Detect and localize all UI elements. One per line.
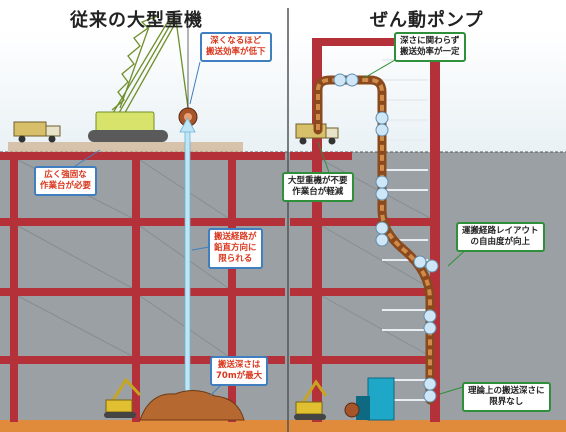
right-bracing [321,159,431,357]
excavator-icon [104,377,142,418]
left-shaft-frame [0,152,285,422]
pump-units [333,73,439,403]
muck-ball [344,402,360,418]
crane-tracks [88,130,168,142]
slurry-tank-icon [356,377,395,421]
callout-no-heavy-equipment: 大型重機が不要作業台が軽減 [282,172,354,202]
callout-layout-flexibility: 運搬経路レイアウトの自由度が向上 [456,222,545,252]
excavator-icon [294,379,328,420]
callout-efficiency-drop: 深くなるほど搬送効率が低下 [200,32,272,62]
callout-platform-required: 広く強固な作業台が必要 [34,166,98,196]
bedrock-strip [0,420,566,432]
callout-vertical-only: 搬送経路が鉛直方向に限られる [208,228,263,269]
left-bracing [17,159,229,357]
left-panel-title: 従来の大型重機 [70,10,203,31]
right-shaft-frame [290,38,440,422]
dump-truck-icon [13,121,61,143]
callout-constant-efficiency: 深さに関わらず搬送効率が一定 [394,32,466,62]
crane-cab [95,111,155,133]
right-panel-title: ぜん動ポンプ [370,10,484,31]
muck-pile [139,390,245,421]
sky [0,30,566,152]
muck-bucket-icon [178,107,198,127]
callout-no-depth-limit: 理論上の搬送深さに限界なし [462,382,551,412]
crawler-crane-icon [109,15,189,119]
work-platform [8,142,243,152]
